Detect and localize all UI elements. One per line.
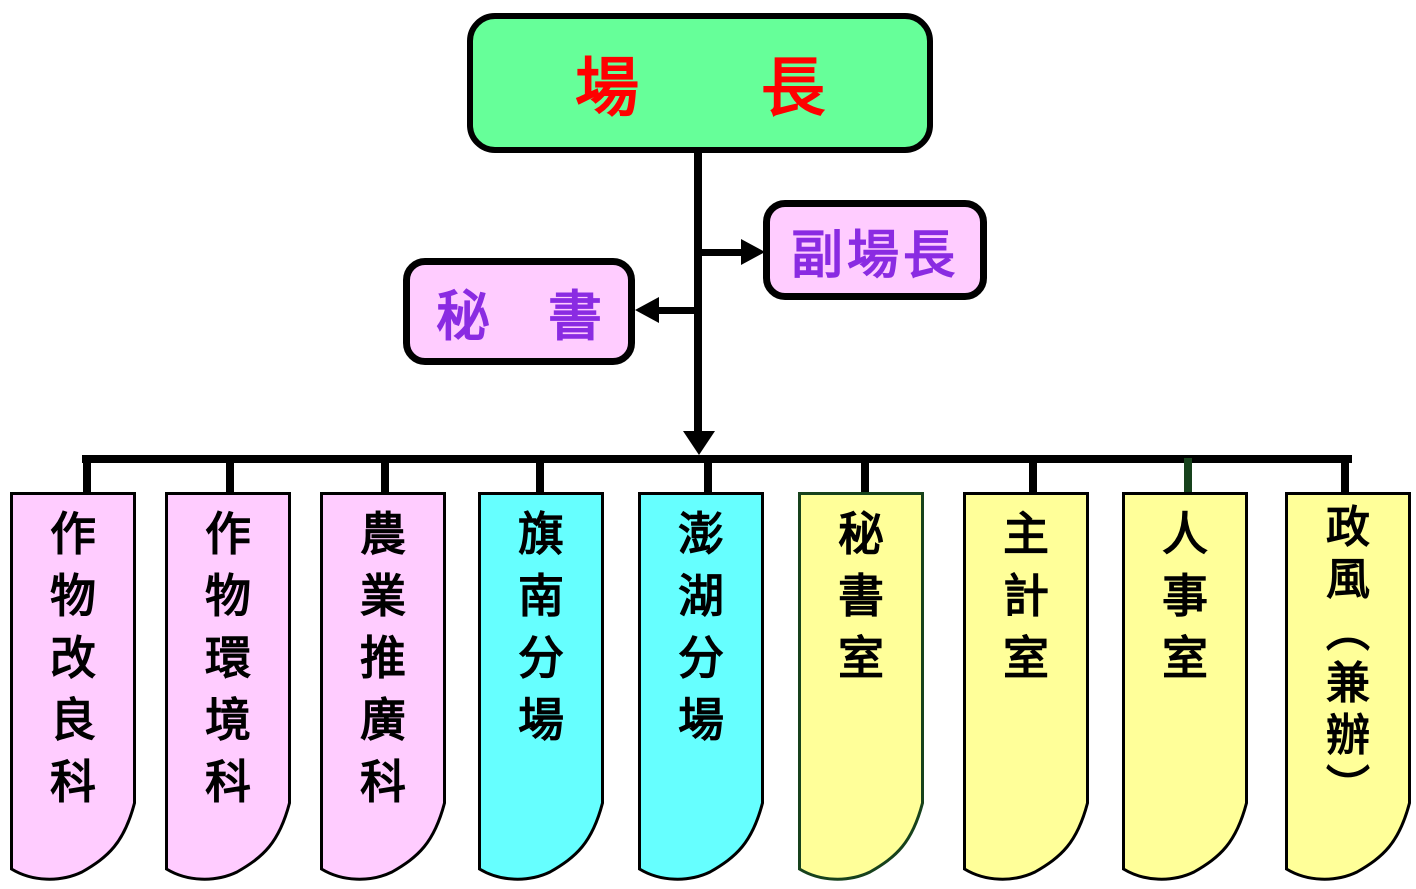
dept-connector-6: [861, 458, 869, 494]
secretary-label: 秘 書: [436, 272, 602, 351]
label-char: ︵: [1326, 607, 1370, 656]
dept-connector-9: [1341, 458, 1349, 494]
deputy-director-box: 副場長: [763, 200, 987, 300]
label-char: 分: [678, 633, 724, 684]
dept-banner-9: [1285, 492, 1411, 881]
label-char: 改: [50, 633, 96, 684]
dept-label-1: 作 物 改 良 科: [10, 492, 136, 806]
label-char: 場: [678, 695, 724, 746]
label-char: 廣: [360, 695, 406, 746]
banner-shape: [10, 492, 136, 881]
label-char: 政: [1326, 503, 1370, 552]
label-char: 計: [1003, 571, 1049, 622]
banner-shape: [1122, 492, 1248, 881]
label-char: 澎: [678, 509, 724, 560]
label-char: 境: [205, 695, 251, 746]
label-char: 作: [50, 509, 96, 560]
label-char: 兼: [1326, 659, 1370, 708]
down-arrowhead-icon: [683, 431, 715, 455]
deputy-connector-line: [698, 249, 743, 256]
secretary-box: 秘 書: [403, 258, 635, 365]
dept-connector-7: [1029, 458, 1037, 494]
dept-connector-2: [226, 458, 234, 494]
label-char: 風: [1326, 555, 1370, 604]
label-char: 人: [1162, 509, 1208, 560]
label-char: 物: [50, 571, 96, 622]
dept-connector-5: [704, 458, 712, 494]
label-char: 良: [50, 695, 96, 746]
label-char: 作: [205, 509, 251, 560]
label-char: 農: [360, 509, 406, 560]
dept-banner-8: [1122, 492, 1248, 881]
dept-connector-4: [536, 458, 544, 494]
dept-banner-1: [10, 492, 136, 881]
label-char: 科: [360, 757, 406, 808]
label-char: 室: [1162, 633, 1208, 684]
label-char: 秘: [436, 287, 490, 347]
label-char: ︶: [1326, 763, 1370, 812]
label-char: 分: [518, 633, 564, 684]
dept-label-6: 秘 書 室: [798, 492, 924, 682]
dept-connector-1: [83, 458, 91, 494]
dept-label-8: 人 事 室: [1122, 492, 1248, 682]
banner-shape: [478, 492, 604, 881]
label-char: 辦: [1326, 711, 1370, 760]
label-char: 主: [1003, 509, 1049, 560]
dept-banner-5: [638, 492, 764, 881]
dept-connector-8: [1184, 458, 1192, 494]
deputy-director-label: 副場長: [790, 227, 959, 285]
dept-label-2: 作 物 環 境 科: [165, 492, 291, 806]
banner-shape: [638, 492, 764, 881]
label-char: 書: [838, 571, 884, 622]
dept-label-3: 農 業 推 廣 科: [320, 492, 446, 806]
label-char: 場: [518, 695, 564, 746]
secretary-connector-line: [657, 307, 698, 314]
right-arrowhead-icon: [741, 239, 765, 265]
dept-banner-4: [478, 492, 604, 881]
banner-shape: [798, 492, 924, 881]
label-char: 環: [205, 633, 251, 684]
left-arrowhead-icon: [635, 297, 659, 323]
banner-shape: [165, 492, 291, 881]
dept-banner-3: [320, 492, 446, 881]
label-char: 旗: [518, 509, 564, 560]
director-label: 場 長: [575, 37, 825, 129]
banner-shape: [1285, 492, 1411, 881]
dept-label-4: 旗 南 分 場: [478, 492, 604, 744]
label-char: 室: [838, 633, 884, 684]
dept-banner-2: [165, 492, 291, 881]
director-box: 場 長: [467, 13, 933, 153]
trunk-line: [694, 152, 702, 434]
label-char: 科: [50, 757, 96, 808]
banner-shape: [320, 492, 446, 881]
dept-label-5: 澎 湖 分 場: [638, 492, 764, 744]
dept-banner-6: [798, 492, 924, 881]
banner-shape: [963, 492, 1089, 881]
label-char: 長: [761, 53, 825, 124]
label-char: 書: [548, 287, 602, 347]
label-char: 科: [205, 757, 251, 808]
label-char: 推: [360, 633, 406, 684]
label-char: 室: [1003, 633, 1049, 684]
dept-label-7: 主 計 室: [963, 492, 1089, 682]
label-char: 秘: [838, 509, 884, 560]
dept-banner-7: [963, 492, 1089, 881]
dept-label-9: 政 風 ︵ 兼 辦 ︶: [1285, 492, 1411, 810]
label-char: 事: [1162, 571, 1208, 622]
rail-line: [82, 455, 1352, 463]
label-char: 湖: [678, 571, 724, 622]
label-char: 業: [360, 571, 406, 622]
dept-connector-3: [381, 458, 389, 494]
label-char: 物: [205, 571, 251, 622]
label-char: 南: [518, 571, 564, 622]
label-char: 場: [575, 53, 639, 124]
